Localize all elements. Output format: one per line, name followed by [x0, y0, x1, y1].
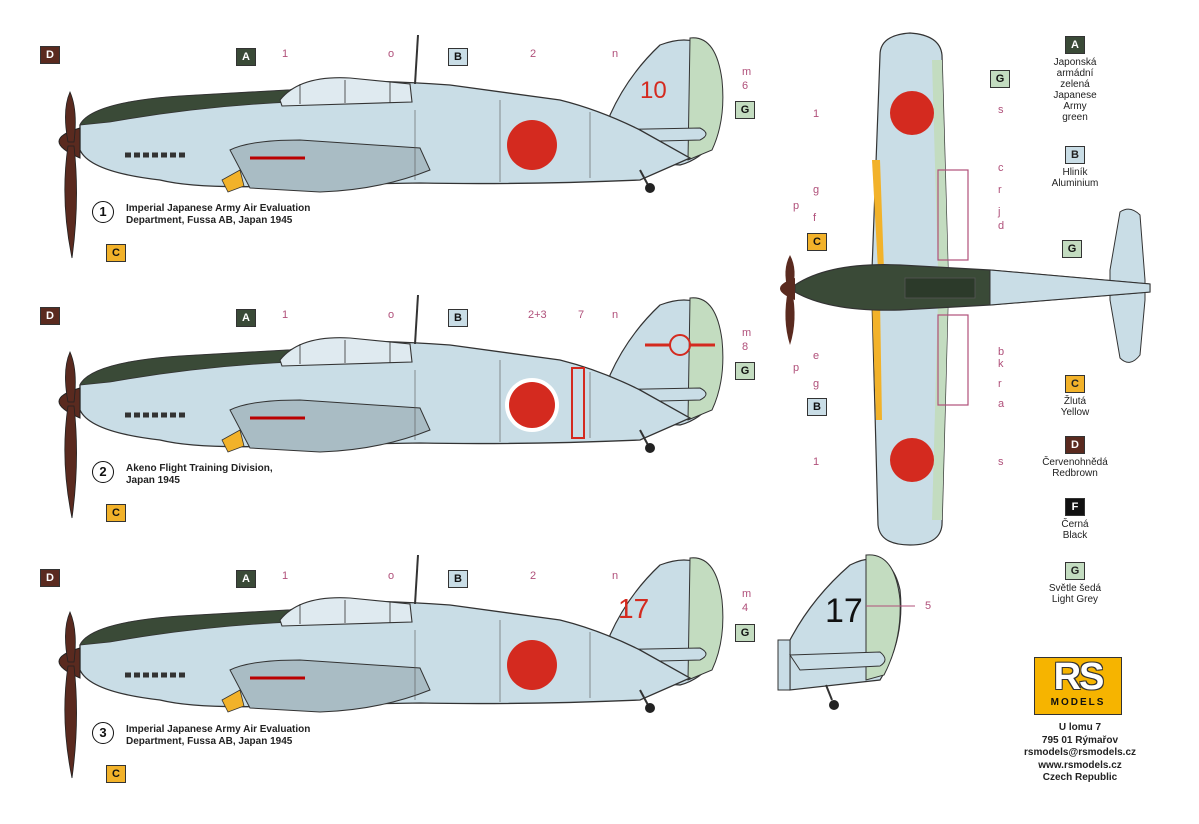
badge-a-3: A	[236, 570, 256, 588]
callout-3-2: 2	[530, 570, 537, 582]
callout-right-2-m: m	[742, 327, 752, 339]
callout-1-o: o	[388, 48, 395, 60]
badge-d-2: D	[40, 307, 60, 325]
badge-b-2: B	[448, 309, 468, 327]
badge-g-top-wing: G	[990, 70, 1010, 88]
badge-d-3: D	[40, 569, 60, 587]
fuselage-band-2	[571, 367, 585, 439]
callout-2-1: 1	[282, 309, 289, 321]
wing-callout-rb-2: r	[998, 378, 1002, 390]
wing-callout-lt-2: p	[793, 200, 800, 212]
tail-code-1: 10	[640, 77, 667, 104]
wing-callout-rt-4: d	[998, 220, 1005, 232]
wing-callout-rb-0: b	[998, 346, 1005, 358]
hinomaru-3	[507, 640, 557, 690]
wing-callout-rt-3: j	[998, 206, 1001, 218]
wing-callout-lt-1: g	[813, 184, 820, 196]
profile-3-number: 3	[92, 722, 114, 744]
badge-c-3: C	[106, 765, 126, 783]
callout-2-7: 7	[578, 309, 585, 321]
wing-callout-rb-3: a	[998, 398, 1005, 410]
profile-1-plane: 10	[59, 35, 723, 258]
badge-d-1: D	[40, 46, 60, 64]
badge-g-3: G	[735, 624, 755, 642]
callout-1-1: 1	[282, 48, 289, 60]
profile-2-number: 2	[92, 461, 114, 483]
profile-2-plane	[59, 295, 723, 518]
badge-g-1: G	[735, 101, 755, 119]
callout-2-o: o	[388, 309, 395, 321]
wing-callout-rt-2: r	[998, 184, 1002, 196]
badge-g-top-tail: G	[1062, 240, 1082, 258]
wing-callout-lb-2: g	[813, 378, 820, 390]
callout-3-1: 1	[282, 570, 289, 582]
alt-tail-code: 17	[825, 592, 863, 630]
badge-c-top: C	[807, 233, 827, 251]
callout-right-1-6: 6	[742, 80, 749, 92]
callout-2-n: n	[612, 309, 619, 321]
badge-a-1: A	[236, 48, 256, 66]
callout-2-2+3: 2+3	[528, 309, 547, 321]
badge-a-2: A	[236, 309, 256, 327]
top-view	[780, 32, 1151, 546]
alt-tail: 17	[777, 554, 915, 710]
callout-3-o: o	[388, 570, 395, 582]
tail-code-3: 17	[618, 593, 649, 624]
rs-models-logo: RS MODELS	[1034, 657, 1122, 715]
wing-callout-rt-0: s	[998, 104, 1004, 116]
profile-3-plane: 17	[59, 555, 723, 778]
callout-1-2: 2	[530, 48, 537, 60]
wing-callout-lb-3: 1	[813, 456, 820, 468]
callout-right-2-8: 8	[742, 341, 749, 353]
wing-callout-lt-0: 1	[813, 108, 820, 120]
wing-callout-lt-3: f	[813, 212, 817, 224]
callout-right-3-4: 4	[742, 602, 749, 614]
badge-b-1: B	[448, 48, 468, 66]
callout-3-n: n	[612, 570, 619, 582]
callout-alt-tail: 5	[925, 600, 932, 612]
badge-c-2: C	[106, 504, 126, 522]
profile-2-caption: Akeno Flight Training Division,Japan 194…	[126, 463, 273, 486]
wing-callout-rt-1: c	[998, 162, 1004, 174]
wing-callout-lb-0: e	[813, 350, 820, 362]
badge-b-top: B	[807, 398, 827, 416]
address-block: U lomu 7 795 01 Rýmařov rsmodels@rsmodel…	[1023, 722, 1137, 783]
wing-callout-rb-4: s	[998, 456, 1004, 468]
badge-g-2: G	[735, 362, 755, 380]
callout-right-1-m: m	[742, 66, 752, 78]
callout-1-n: n	[612, 48, 619, 60]
callout-right-3-m: m	[742, 588, 752, 600]
badge-c-1: C	[106, 244, 126, 262]
badge-b-3: B	[448, 570, 468, 588]
profile-1-number: 1	[92, 201, 114, 223]
wing-callout-rb-1: k	[998, 358, 1004, 370]
hinomaru-1	[507, 120, 557, 170]
wing-callout-lb-1: p	[793, 362, 800, 374]
